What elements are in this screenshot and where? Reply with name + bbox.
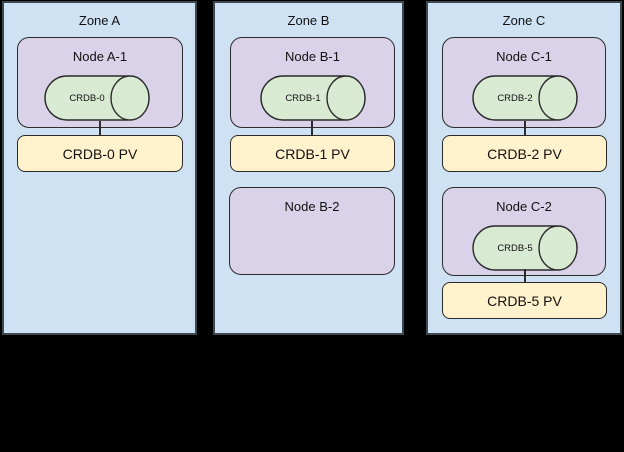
node-label: Node B-2 <box>284 199 340 214</box>
pv-crdb-5: CRDB-5 PV <box>442 282 607 319</box>
pv-label: CRDB-2 PV <box>487 145 562 162</box>
node-label: Node A-1 <box>72 49 128 64</box>
node-label: Node B-1 <box>285 49 340 64</box>
node-c-1: Node C-1 CRDB-2 <box>442 37 606 128</box>
zone-label: Zone B <box>287 13 330 28</box>
db-cylinder-label: CRDB-0 <box>69 93 104 104</box>
connector-line <box>311 121 313 137</box>
pv-crdb-0: CRDB-0 PV <box>17 135 183 172</box>
pv-label: CRDB-5 PV <box>487 292 562 309</box>
connector-line <box>524 121 526 137</box>
connector-line <box>99 121 101 137</box>
database-cylinder-crdb-2: CRDB-2 <box>472 75 578 121</box>
database-cylinder-crdb-1: CRDB-1 <box>260 75 366 121</box>
database-cylinder-crdb-0: CRDB-0 <box>44 75 150 121</box>
zone-a: Zone A Node A-1 CRDB-0 CRDB-0 PV <box>2 1 197 335</box>
pv-crdb-1: CRDB-1 PV <box>230 135 395 172</box>
node-a-1: Node A-1 CRDB-0 <box>17 37 183 128</box>
pv-label: CRDB-1 PV <box>275 145 350 162</box>
node-c-2: Node C-2 CRDB-5 <box>442 187 606 276</box>
zone-label: Zone A <box>78 13 121 28</box>
connector-line <box>524 269 526 285</box>
db-cylinder-label: CRDB-2 <box>497 93 532 104</box>
node-b-2: Node B-2 <box>229 187 395 275</box>
zone-c: Zone C Node C-1 CRDB-2 CRDB-2 PV Node C-… <box>426 1 622 335</box>
db-cylinder-label: CRDB-1 <box>285 93 320 104</box>
database-cylinder-crdb-5: CRDB-5 <box>472 225 578 271</box>
db-cylinder-label: CRDB-5 <box>497 243 532 254</box>
zone-b: Zone B Node B-1 CRDB-1 CRDB-1 PV Node B-… <box>213 1 404 335</box>
node-label: Node C-1 <box>496 49 552 64</box>
zone-label: Zone C <box>502 13 546 28</box>
node-b-1: Node B-1 CRDB-1 <box>230 37 395 128</box>
node-label: Node C-2 <box>496 199 552 214</box>
pv-label: CRDB-0 PV <box>62 145 138 162</box>
pv-crdb-2: CRDB-2 PV <box>442 135 607 172</box>
